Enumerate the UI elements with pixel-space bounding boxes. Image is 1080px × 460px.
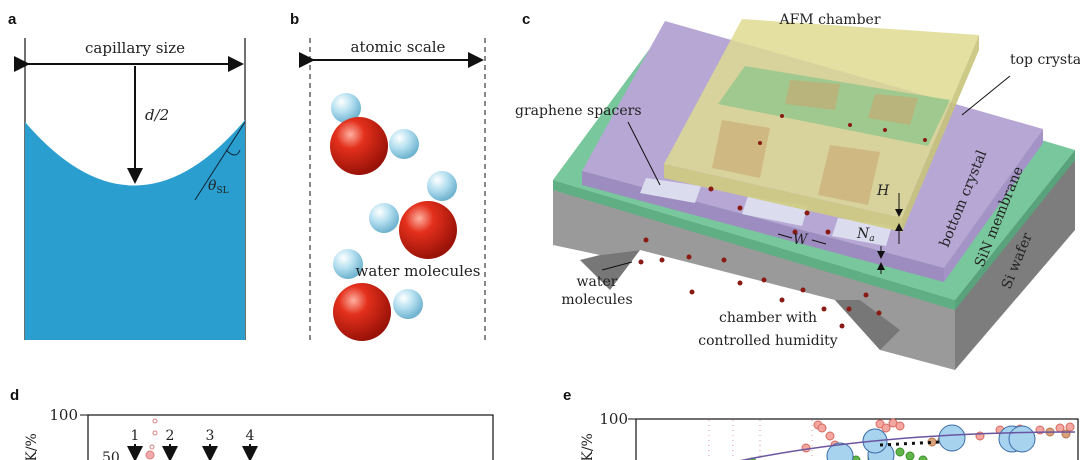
h-label: H <box>876 183 890 199</box>
data-point <box>905 451 915 460</box>
panel-label-e: e <box>563 387 571 404</box>
data-points-e <box>747 418 1075 460</box>
water-molecule <box>330 93 419 175</box>
svg-text:Na: Na <box>856 226 875 244</box>
chamber-label-line1: chamber with <box>719 310 817 326</box>
y-tick-100-e: 100 <box>599 410 628 428</box>
atomic-scale-label: atomic scale <box>351 38 446 56</box>
data-point <box>1008 425 1036 453</box>
y-tick-100-d: 100 <box>49 406 78 424</box>
top-crystal-label: top crystal <box>1010 52 1080 68</box>
chamber-label-line2: controlled humidity <box>698 333 838 349</box>
plot-area-d <box>87 414 494 460</box>
data-point <box>825 431 835 441</box>
panel-label-d: d <box>10 387 19 404</box>
annotation-2: 2 <box>166 428 175 444</box>
svg-text:θSL: θSL <box>208 178 229 196</box>
y-axis-label-e: γK/% <box>580 433 596 460</box>
water-molecule <box>369 171 457 259</box>
plot-area-e <box>635 418 1079 460</box>
panel-d-chart: d γK/% 100 50 1 2 3 4 <box>10 387 494 460</box>
panel-e-chart: e γK/% 100 <box>563 387 1079 460</box>
data-point <box>938 424 966 452</box>
annotation-1: 1 <box>131 428 140 444</box>
data-point <box>881 423 891 433</box>
annotation-4: 4 <box>246 428 255 444</box>
top-crystal <box>664 19 979 232</box>
theta-subscript: SL <box>216 186 228 196</box>
panel-label-b: b <box>290 11 299 28</box>
w-label: W <box>793 232 809 248</box>
d-half-label: d/2 <box>145 106 169 124</box>
graphene-spacers-label: graphene spacers <box>515 103 642 119</box>
n-subscript: a <box>869 234 874 244</box>
reference-line-e <box>879 440 941 447</box>
panel-b: b atomic scale water molecules <box>290 11 486 341</box>
data-point <box>1065 422 1075 432</box>
fit-curve-e <box>740 431 1076 460</box>
annotation-3: 3 <box>206 428 215 444</box>
panel-label-c: c <box>522 11 530 28</box>
data-points-d <box>145 418 158 460</box>
afm-chamber-label: AFM chamber <box>778 12 880 28</box>
data-point <box>1055 423 1065 433</box>
data-point <box>918 455 928 460</box>
data-point <box>817 423 827 433</box>
water-molecule-dots <box>638 114 927 329</box>
data-point <box>826 442 854 460</box>
panel-label-a: a <box>8 11 17 28</box>
water-label-line1: water <box>577 274 618 290</box>
water-molecules-label: water molecules <box>356 262 481 280</box>
n-label: N <box>856 226 870 242</box>
y-axis-label-d: γK/% <box>24 433 40 460</box>
capillary-size-label: capillary size <box>85 39 185 57</box>
water-label-line2: molecules <box>561 292 632 308</box>
water-meniscus <box>25 120 245 340</box>
data-point <box>801 443 811 453</box>
si-wafer <box>553 160 1075 370</box>
data-point <box>895 421 905 431</box>
data-point <box>851 455 861 460</box>
data-point <box>895 447 905 457</box>
panel-a: a capillary size d/2 θSL <box>8 11 246 340</box>
water-molecule <box>333 249 423 341</box>
inset-y-tick-50: 50 <box>102 450 120 460</box>
theta-label: θ <box>208 178 217 194</box>
panel-c: c <box>515 11 1080 370</box>
data-point <box>1061 429 1071 439</box>
